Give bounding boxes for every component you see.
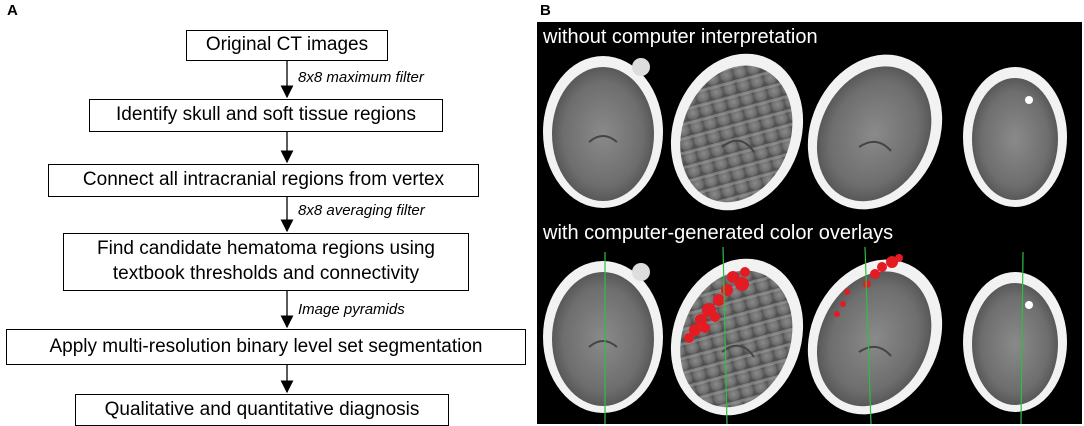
panel-label-b: B: [540, 2, 551, 19]
ct-scan-top-2: [670, 53, 804, 211]
ct-scan-bottom-4: [963, 251, 1067, 424]
ct-image-panel: without computer interpretation with com…: [537, 22, 1082, 424]
hematoma-overlay-3: [834, 254, 903, 317]
edge-label-pyramids: Image pyramids: [298, 301, 405, 318]
ct-scan-top-3: [807, 54, 943, 210]
step-level-set: Apply multi-resolution binary level set …: [6, 329, 526, 365]
caption-with-overlays: with computer-generated color overlays: [543, 222, 894, 244]
ct-scan-bottom-3: [807, 246, 943, 424]
ct-scan-bottom-1: [543, 252, 663, 424]
step-identify-skull: Identify skull and soft tissue regions: [89, 99, 443, 132]
step-connect-regions: Connect all intracranial regions from ve…: [48, 164, 479, 197]
step-diagnosis: Qualitative and quantitative diagnosis: [75, 394, 449, 426]
ct-scan-top-4: [963, 67, 1067, 207]
step-find-candidates: Find candidate hematoma regions using te…: [63, 233, 469, 291]
flowchart-arrows: [280, 60, 294, 394]
ct-scan-top-1: [543, 56, 663, 208]
panel-label-a: A: [7, 2, 18, 19]
ct-scan-bottom-2: [670, 246, 804, 424]
ct-scans: [543, 53, 1067, 424]
caption-without-interpretation: without computer interpretation: [543, 26, 818, 48]
edge-label-max-filter: 8x8 maximum filter: [298, 69, 424, 86]
edge-label-avg-filter: 8x8 averaging filter: [298, 202, 425, 219]
step-original-ct: Original CT images: [186, 30, 388, 61]
